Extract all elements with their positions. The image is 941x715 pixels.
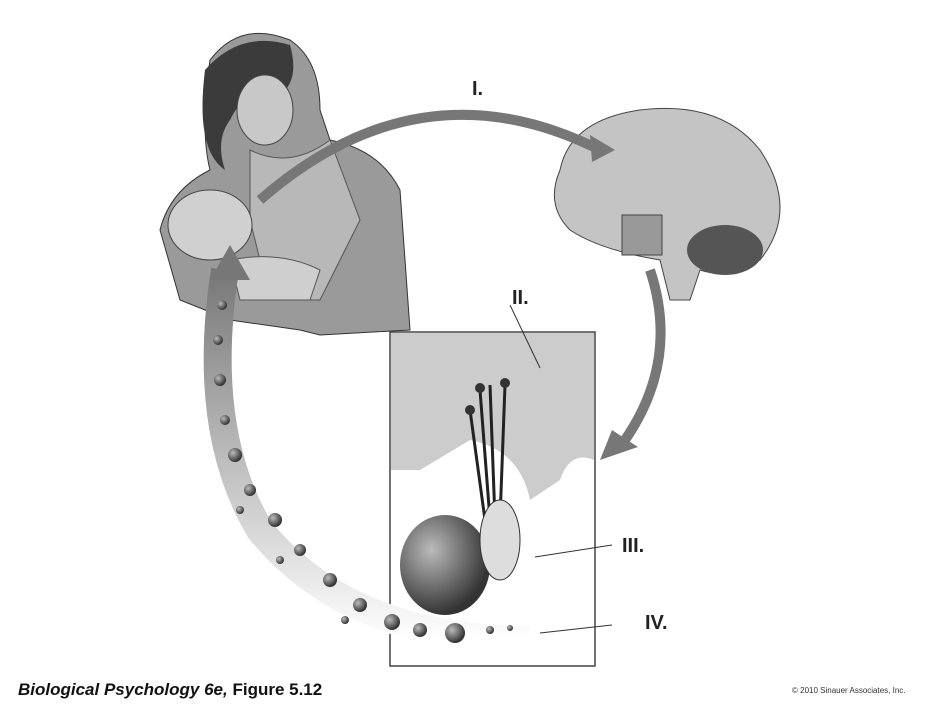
arrow-head-icon [210, 245, 250, 280]
figure-caption: Biological Psychology 6e, Figure 5.12 [18, 680, 322, 700]
hormone-particles [213, 300, 513, 643]
copyright: © 2010 Sinauer Associates, Inc. [792, 686, 906, 695]
arrow-head-icon [590, 135, 615, 162]
label-i: I. [472, 78, 484, 100]
arrow-head-icon [600, 430, 638, 460]
pituitary-inset [389, 304, 613, 667]
caption-book: Biological Psychology 6e, [18, 680, 228, 699]
label-iv: IV. [645, 612, 668, 634]
brain-illustration [553, 107, 781, 301]
label-iii: III. [622, 535, 645, 557]
label-ii: II. [512, 287, 529, 309]
caption-figure: Figure 5.12 [227, 680, 323, 699]
